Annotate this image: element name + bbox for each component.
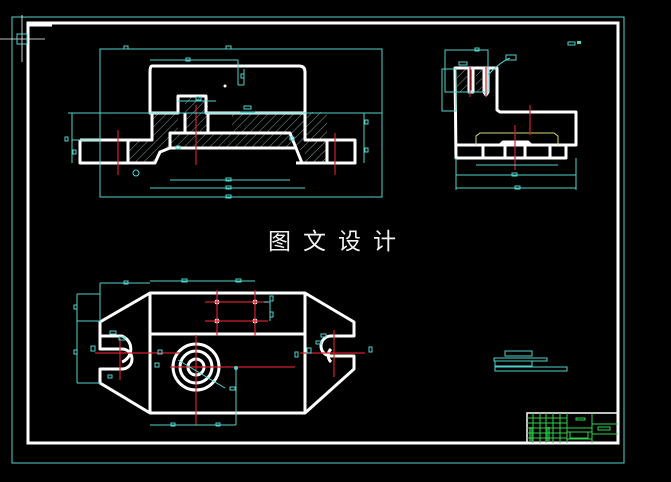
top-view <box>73 278 373 427</box>
side-view <box>441 41 581 190</box>
title-block <box>526 412 619 444</box>
drawing-title-text: 图文设计 <box>268 229 408 255</box>
notes-block <box>493 350 568 372</box>
drawing-frame <box>0 15 625 464</box>
front-section-view <box>64 45 383 199</box>
